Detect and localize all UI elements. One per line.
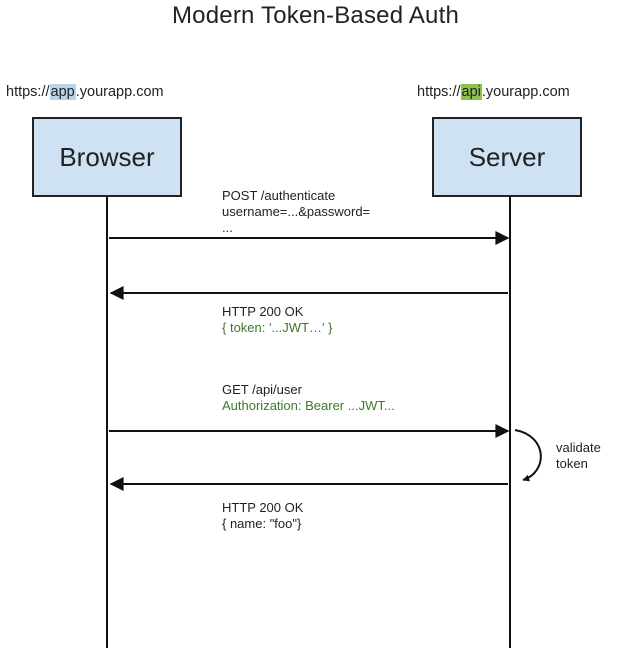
server-url-suffix: .yourapp.com bbox=[481, 84, 570, 100]
note-line: validate bbox=[556, 440, 601, 455]
server-actor-box: Server bbox=[432, 117, 582, 197]
validate-token-note: validate token bbox=[556, 440, 601, 472]
browser-actor-label: Browser bbox=[59, 141, 155, 172]
server-url: https://api.yourapp.com bbox=[417, 84, 570, 100]
message-payload: Authorization: Bearer ...JWT... bbox=[222, 398, 395, 413]
server-actor-label: Server bbox=[468, 141, 546, 172]
note-line: token bbox=[556, 456, 588, 471]
message-line: GET /api/user bbox=[222, 382, 302, 397]
browser-url: https://app.yourapp.com bbox=[6, 84, 164, 100]
browser-url-suffix: .yourapp.com bbox=[75, 84, 164, 100]
message-line: username=...&password= bbox=[222, 204, 371, 219]
browser-actor-box: Browser bbox=[32, 117, 182, 197]
message-line: HTTP 200 OK bbox=[222, 304, 304, 319]
message-line: ... bbox=[222, 220, 233, 235]
server-url-highlight: api bbox=[460, 84, 482, 100]
message-get-user: GET /api/user Authorization: Bearer ...J… bbox=[222, 382, 395, 414]
server-url-prefix: https:// bbox=[417, 84, 461, 100]
message-post-authenticate: POST /authenticate username=...&password… bbox=[222, 188, 370, 236]
message-payload: { token: '...JWT…' } bbox=[222, 320, 333, 335]
message-user-response: HTTP 200 OK { name: "foo"} bbox=[222, 500, 303, 532]
validate-token-self-arrow bbox=[514, 429, 542, 482]
message-token-response: HTTP 200 OK { token: '...JWT…' } bbox=[222, 304, 332, 336]
diagram-title: Modern Token-Based Auth bbox=[171, 2, 459, 29]
message-line: { name: "foo"} bbox=[222, 516, 302, 531]
message-line: HTTP 200 OK bbox=[222, 500, 304, 515]
message-line: POST /authenticate bbox=[222, 188, 336, 203]
browser-url-highlight: app bbox=[49, 84, 76, 100]
browser-url-prefix: https:// bbox=[6, 84, 50, 100]
